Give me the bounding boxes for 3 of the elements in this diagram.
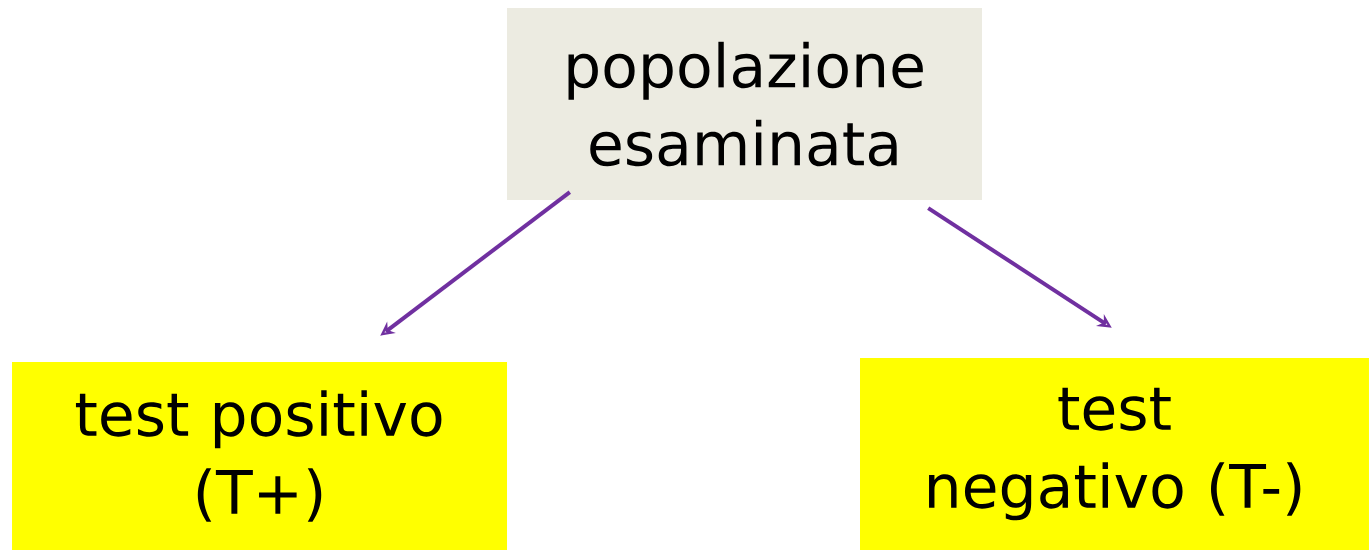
process-box: test negativo (T-) — [860, 358, 1369, 550]
process-box: test positivo (T+) — [12, 362, 507, 550]
process-box: popolazione esaminata — [507, 8, 982, 200]
